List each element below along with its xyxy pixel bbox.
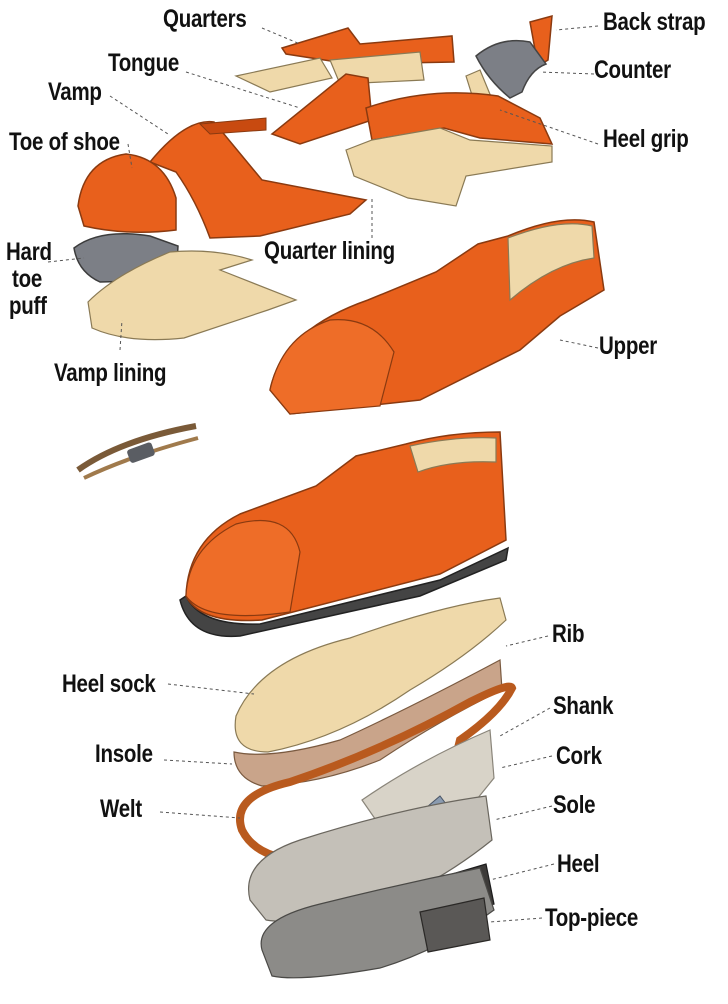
label-heel-sock: Heel sock bbox=[62, 670, 156, 698]
label-rib: Rib bbox=[552, 620, 585, 648]
heel-sock-piece bbox=[234, 597, 507, 753]
label-heel-grip: Heel grip bbox=[603, 125, 689, 153]
tongue-piece bbox=[270, 73, 373, 145]
vamp-lining-piece bbox=[87, 250, 298, 341]
complete-shoe-sole bbox=[179, 546, 509, 638]
label-welt: Welt bbox=[100, 795, 142, 823]
label-tongue: Tongue bbox=[108, 49, 180, 77]
label-upper: Upper bbox=[599, 332, 658, 360]
heel-grip-leather bbox=[365, 92, 554, 145]
outer-sole-piece bbox=[260, 867, 495, 979]
complete-shoe-lining bbox=[409, 437, 497, 473]
vamp-piece bbox=[148, 120, 368, 239]
counter-piece bbox=[475, 39, 548, 99]
upper-toe-cap bbox=[269, 319, 395, 415]
label-hard-toe-puff-line3: puff bbox=[9, 292, 47, 320]
label-heel: Heel bbox=[557, 850, 600, 878]
shoe-laces bbox=[76, 423, 199, 480]
toe-cap-piece bbox=[77, 153, 177, 233]
label-back-strap: Back strap bbox=[603, 8, 706, 36]
label-top-piece: Top-piece bbox=[545, 904, 639, 932]
vamp-strap bbox=[198, 117, 267, 135]
label-toe-of-shoe: Toe of shoe bbox=[9, 128, 120, 156]
upper-lining bbox=[507, 223, 595, 302]
label-shank: Shank bbox=[553, 692, 614, 720]
leader-lines bbox=[47, 25, 599, 923]
label-insole: Insole bbox=[95, 740, 153, 768]
label-quarter-lining: Quarter lining bbox=[264, 237, 395, 265]
label-cork: Cork bbox=[556, 742, 602, 770]
complete-shoe-toe-cap bbox=[185, 520, 301, 617]
label-hard-toe-puff-line2: toe bbox=[12, 265, 43, 293]
label-sole: Sole bbox=[553, 791, 596, 819]
label-hard-toe-puff-line1: Hard bbox=[6, 238, 52, 266]
quarter-lining-piece bbox=[345, 127, 553, 207]
label-vamp-lining: Vamp lining bbox=[54, 359, 167, 387]
label-quarters: Quarters bbox=[163, 5, 247, 33]
top-piece-piece bbox=[419, 897, 491, 953]
label-vamp: Vamp bbox=[48, 78, 102, 106]
label-counter: Counter bbox=[594, 56, 671, 84]
tongue-lining-piece bbox=[234, 57, 333, 93]
